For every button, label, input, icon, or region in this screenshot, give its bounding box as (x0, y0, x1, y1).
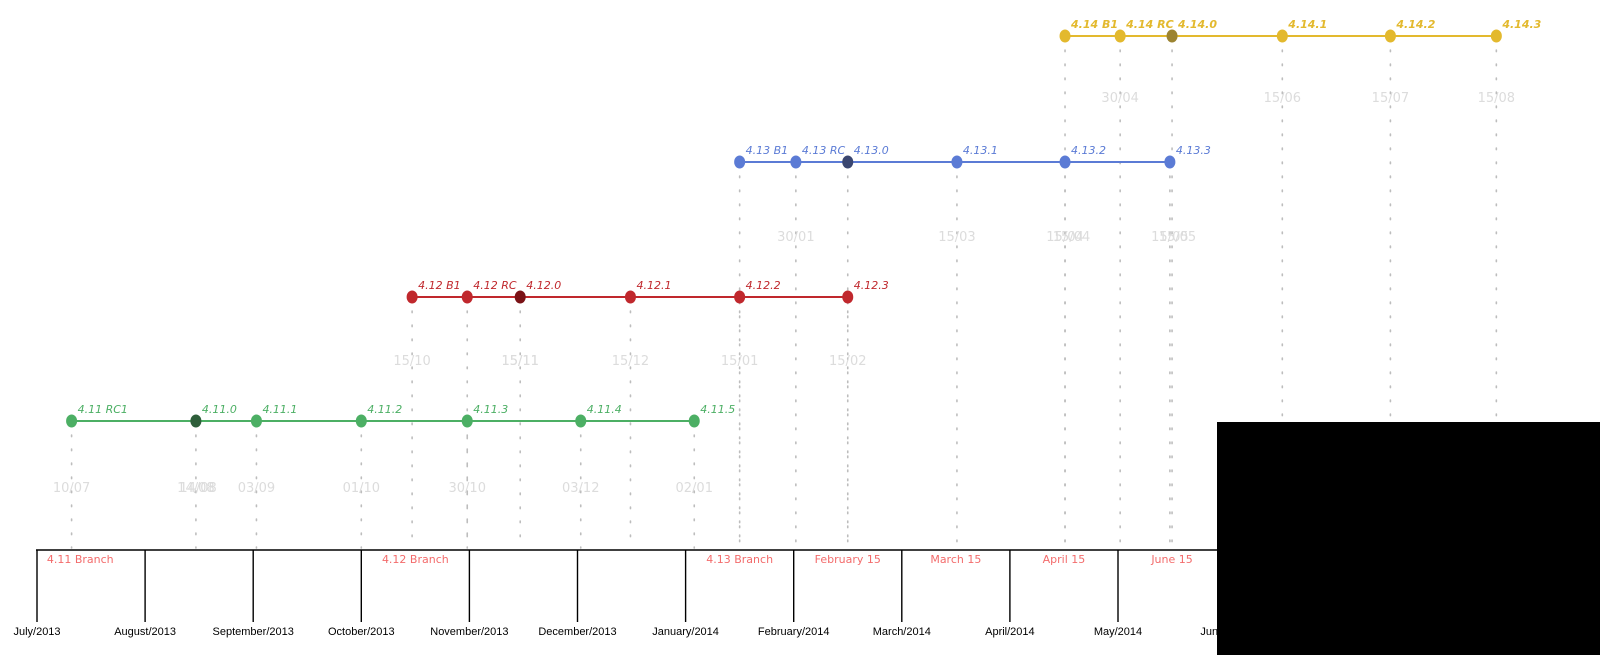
release-label: 4.13 B1 (746, 144, 789, 157)
release-dot (250, 414, 262, 428)
release-date-label: 15/05 (1159, 230, 1196, 245)
release-dot (624, 290, 636, 304)
release-dot (1276, 29, 1288, 43)
release-date-label: 15/03 (938, 230, 975, 245)
release-label: 4.14.1 (1287, 18, 1327, 31)
release-label: 4.11.2 (367, 403, 402, 416)
release-label: 4.12 B1 (418, 279, 461, 292)
release-dot (1166, 29, 1178, 43)
release-dot (461, 414, 473, 428)
release-label: 4.11.0 (202, 403, 237, 416)
release-label: 4.13.3 (1176, 144, 1211, 157)
release-label: 4.14.2 (1395, 18, 1435, 31)
release-date-label: 10/07 (53, 481, 90, 496)
release-dot (1164, 155, 1176, 169)
release-label: 4.12.0 (526, 279, 561, 292)
month-label: July/2013 (13, 626, 60, 638)
release-dot (1490, 29, 1502, 43)
release-label: 4.14.3 (1501, 18, 1541, 31)
release-label: 4.14 B1 (1070, 18, 1118, 31)
month-label: March/2014 (873, 626, 931, 638)
release-date-label: 15/12 (612, 354, 649, 369)
release-date-label: 14/08 (177, 481, 214, 496)
release-dot (1114, 29, 1126, 43)
release-label: 4.11.5 (700, 403, 735, 416)
release-label: 4.13 RC (802, 144, 846, 157)
release-date-label: 15/06 (1264, 91, 1301, 106)
release-dot (688, 414, 700, 428)
release-dot (1384, 29, 1396, 43)
release-dot (842, 290, 854, 304)
release-date-label: 15/07 (1372, 91, 1409, 106)
release-date-label: 03/09 (238, 481, 275, 496)
release-label: 4.13.0 (854, 144, 889, 157)
release-label: 4.12.1 (636, 279, 671, 292)
release-dot (66, 414, 78, 428)
release-date-label: 15/02 (829, 354, 866, 369)
month-label: February/2014 (758, 626, 830, 638)
milestone-label: April 15 (1043, 553, 1086, 566)
release-label: 4.12 RC (473, 279, 517, 292)
release-date-label: 03/12 (562, 481, 599, 496)
milestone-label: June 15 (1150, 553, 1192, 566)
release-label: 4.13.1 (963, 144, 998, 157)
release-date-label: 15/04 (1053, 230, 1090, 245)
month-label: November/2013 (430, 626, 508, 638)
release-label: 4.13.2 (1071, 144, 1106, 157)
release-dot (575, 414, 587, 428)
milestone-label: February 15 (815, 553, 881, 566)
milestone-label: 4.13 Branch (706, 553, 773, 566)
release-date-label: 14/08 (179, 481, 216, 496)
month-label: October/2013 (328, 626, 395, 638)
release-date-label: 15/08 (1478, 91, 1515, 106)
month-label: April/2014 (985, 626, 1035, 638)
release-dot (734, 290, 746, 304)
redacted-region (1217, 422, 1600, 655)
release-dot (1059, 155, 1071, 169)
release-dot (190, 414, 202, 428)
month-label: August/2013 (114, 626, 176, 638)
release-dot (355, 414, 367, 428)
release-label: 4.12.3 (854, 279, 889, 292)
release-dot (461, 290, 473, 304)
release-label: 4.14.0 (1177, 18, 1217, 31)
release-dot (514, 290, 526, 304)
release-dot (842, 155, 854, 169)
month-label: September/2013 (213, 626, 294, 638)
release-dot (1059, 29, 1071, 43)
release-date-label: 15/01 (721, 354, 758, 369)
release-date-label: 15/10 (393, 354, 430, 369)
release-label: 4.11.3 (473, 403, 508, 416)
release-date-label: 01/10 (343, 481, 380, 496)
release-dot (951, 155, 963, 169)
release-dot (406, 290, 418, 304)
release-label: 4.14 RC (1125, 18, 1174, 31)
milestone-label: 4.12 Branch (382, 553, 449, 566)
milestone-label: 4.11 Branch (47, 553, 114, 566)
release-label: 4.11 RC1 (78, 403, 128, 416)
month-label: May/2014 (1094, 626, 1142, 638)
release-label: 4.11.1 (262, 403, 297, 416)
release-date-label: 15/04 (1046, 230, 1083, 245)
release-label: 4.12.2 (746, 279, 781, 292)
release-date-label: 30/10 (449, 481, 486, 496)
milestone-label: March 15 (930, 553, 981, 566)
release-label: 4.11.4 (587, 403, 622, 416)
release-date-label: 15/11 (501, 354, 538, 369)
release-date-label: 30/04 (1101, 91, 1138, 106)
month-label: December/2013 (538, 626, 616, 638)
release-date-label: 15/11 (501, 354, 538, 369)
release-dot (734, 155, 746, 169)
release-date-label: 02/01 (676, 481, 713, 496)
release-date-label: 30/01 (777, 230, 814, 245)
release-dot (790, 155, 802, 169)
release-date-label: 15/05 (1151, 230, 1188, 245)
month-label: January/2014 (652, 626, 719, 638)
